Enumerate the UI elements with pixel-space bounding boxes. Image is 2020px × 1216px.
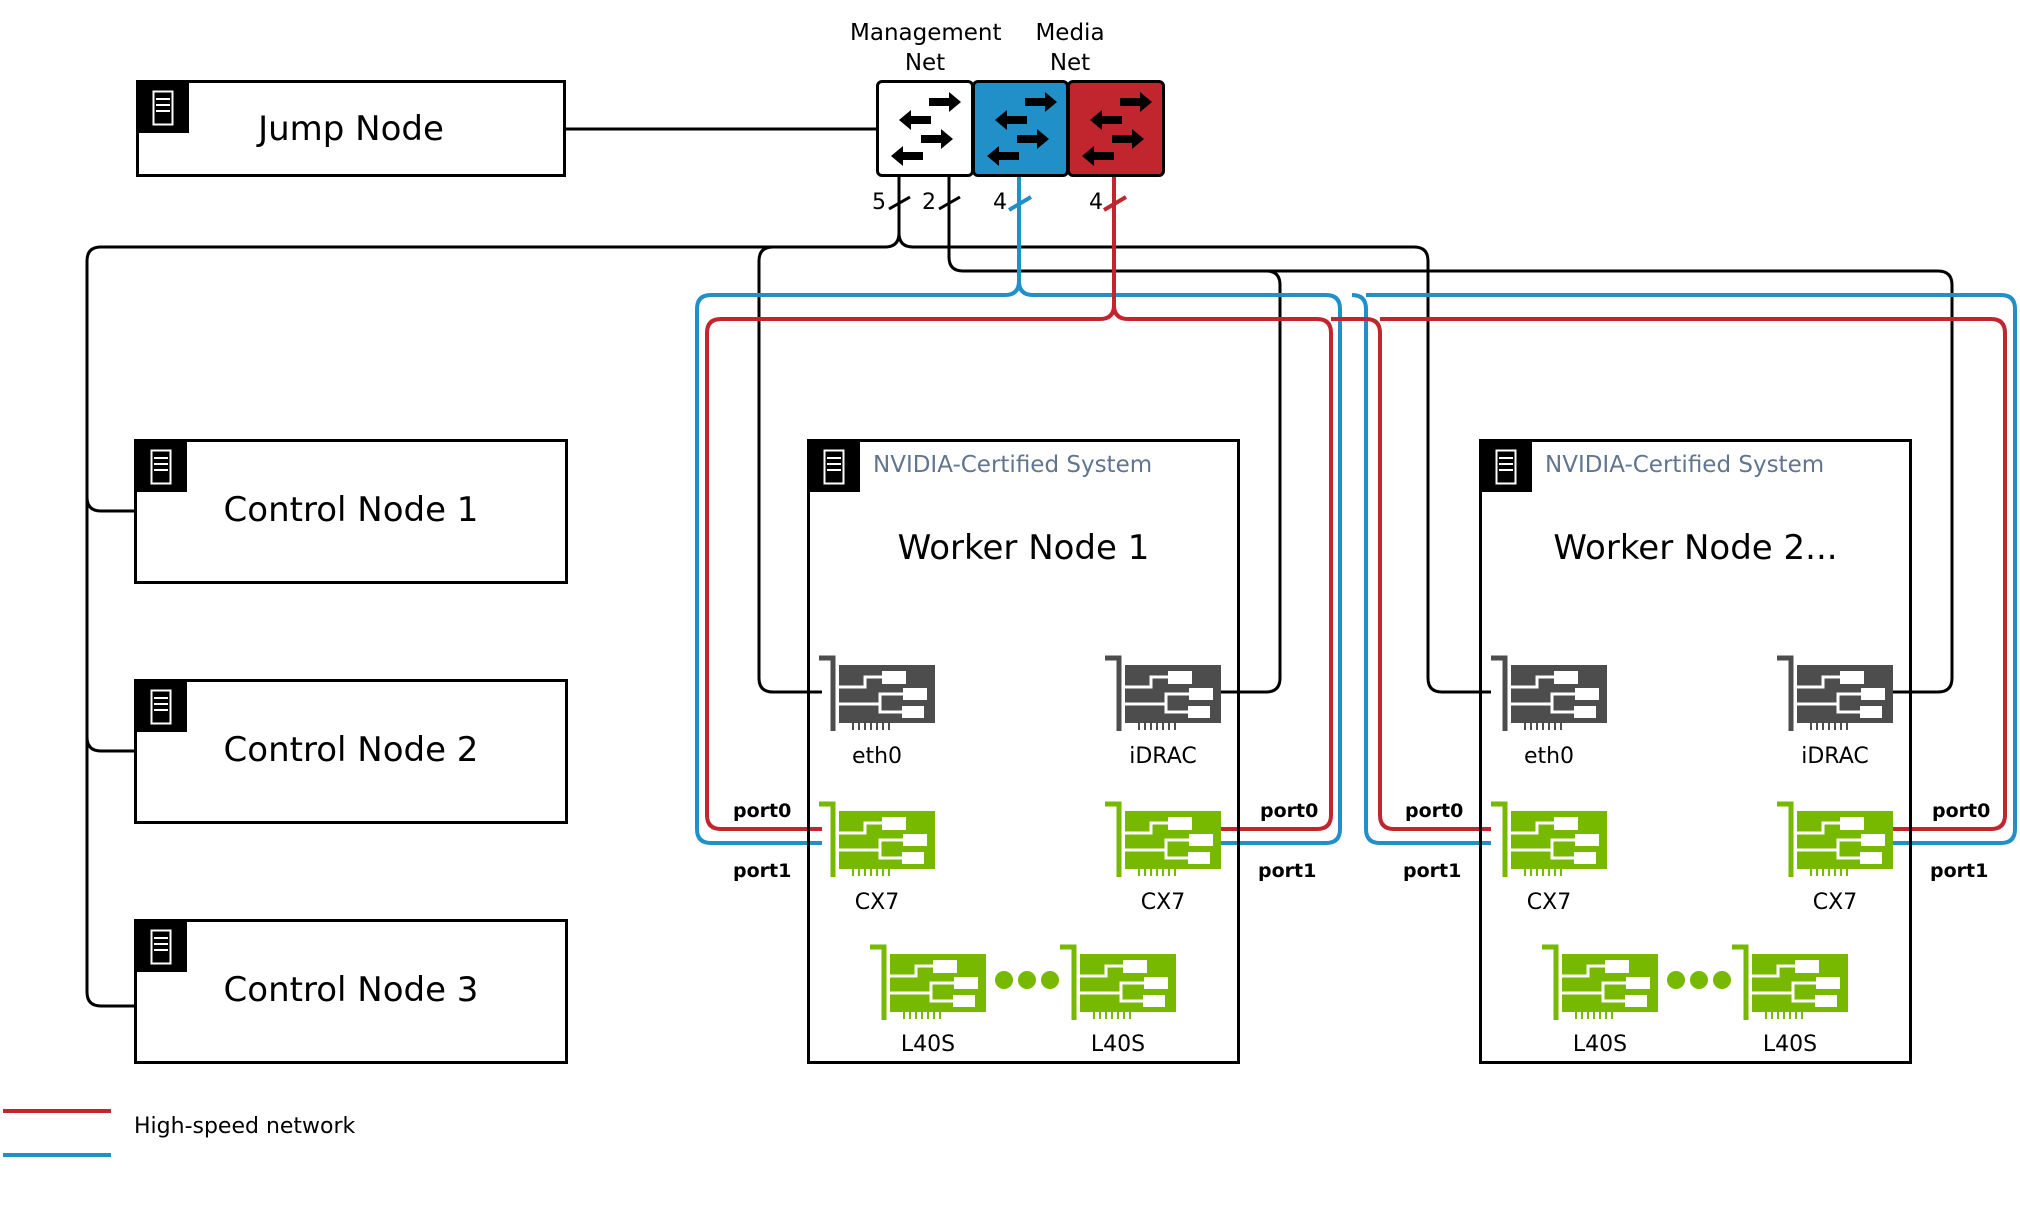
certified-system-label: NVIDIA-Certified System	[873, 452, 1153, 478]
nic-label-cx7: CX7	[1812, 890, 1858, 915]
control-node-1[interactable]: Control Node 1	[134, 439, 568, 584]
mgmt-port-count-5: 5	[872, 190, 886, 215]
nic-label-cx7: CX7	[1526, 890, 1572, 915]
l40s-gpu-icon	[1542, 944, 1658, 1020]
wire-hs-w2-left	[1331, 317, 1491, 831]
nic-label-idrac: iDRAC	[1129, 744, 1197, 769]
idrac-nic-icon	[1105, 655, 1221, 731]
nic-label-cx7: CX7	[854, 890, 900, 915]
control-node-title: Control Node 1	[223, 490, 479, 530]
server-icon	[1482, 442, 1532, 492]
tick-media-4	[1007, 195, 1033, 212]
gpu-label: L40S	[900, 1032, 956, 1057]
management-switch[interactable]	[876, 80, 974, 177]
media-port-count: 4	[993, 190, 1007, 215]
wire-hs-w1-right	[1112, 304, 1333, 831]
worker-node-2[interactable]: NVIDIA-Certified System Worker Node 2...	[1479, 439, 1912, 1064]
mgmt-net-label: Management Net	[850, 20, 1002, 76]
l40s-gpu-icon	[1732, 944, 1848, 1020]
gpu-label: L40S	[1762, 1032, 1818, 1057]
nic-label-eth0: eth0	[1523, 744, 1575, 769]
wire-hs-w2-right	[1380, 317, 2007, 831]
nic-label-cx7: CX7	[1140, 890, 1186, 915]
eth0-nic-icon	[1491, 655, 1607, 731]
eth0-nic-icon	[819, 655, 935, 731]
control-node-title: Control Node 2	[223, 730, 479, 770]
wire-media-w2-right	[1366, 293, 2017, 845]
wire-mgmt-5-right	[897, 232, 1491, 694]
worker-node-title: Worker Node 1	[897, 528, 1150, 568]
cx7-nic-icon	[819, 801, 935, 877]
jump-node[interactable]: Jump Node	[136, 80, 566, 177]
worker-node-title: Worker Node 2...	[1553, 528, 1838, 568]
switch-arrows-icon	[987, 92, 1057, 166]
wire-media-trunk	[695, 177, 1021, 845]
server-icon	[137, 682, 187, 732]
idrac-nic-icon	[1777, 655, 1893, 731]
switch-arrows-icon	[891, 92, 961, 166]
port1-label: port1	[1258, 860, 1317, 882]
port1-label: port1	[1403, 860, 1462, 882]
cx7-nic-icon	[1777, 801, 1893, 877]
wire-mgmt-2-trunk	[947, 177, 1954, 694]
hs-port-count: 4	[1089, 190, 1103, 215]
wire-mgmt-5-trunk	[85, 177, 901, 1008]
server-icon	[139, 83, 189, 133]
worker-node-1[interactable]: NVIDIA-Certified System Worker Node 1	[807, 439, 1240, 1064]
control-node-title: Control Node 3	[223, 970, 479, 1010]
wire-ctrl1	[85, 496, 134, 513]
wire-media-w1-right	[1017, 280, 1342, 845]
port1-label: port1	[733, 860, 792, 882]
wire-media-w2-left	[1351, 293, 1491, 845]
more-gpus-ellipsis-icon	[1667, 971, 1731, 989]
tick-hs-4	[1102, 195, 1128, 212]
control-node-2[interactable]: Control Node 2	[134, 679, 568, 824]
wire-hs-trunk	[705, 177, 1116, 831]
cx7-nic-icon	[1491, 801, 1607, 877]
server-icon	[810, 442, 860, 492]
high-speed-switch[interactable]	[1067, 80, 1165, 177]
media-net-label: Media Net	[1035, 20, 1105, 76]
tick-mgmt-2	[938, 195, 961, 211]
port0-label: port0	[1932, 800, 1991, 822]
server-icon	[137, 442, 187, 492]
nic-label-eth0: eth0	[851, 744, 903, 769]
wire-w1-eth0	[757, 245, 822, 694]
switch-arrows-icon	[1082, 92, 1152, 166]
cx7-nic-icon	[1105, 801, 1221, 877]
mgmt-port-count-2: 2	[922, 190, 936, 215]
more-gpus-ellipsis-icon	[995, 971, 1059, 989]
media-switch[interactable]	[972, 80, 1069, 177]
gpu-label: L40S	[1572, 1032, 1628, 1057]
port1-label: port1	[1930, 860, 1989, 882]
tick-mgmt-5	[888, 195, 911, 211]
control-node-3[interactable]: Control Node 3	[134, 919, 568, 1064]
l40s-gpu-icon	[870, 944, 986, 1020]
wire-ctrl2	[85, 736, 134, 753]
port0-label: port0	[733, 800, 792, 822]
server-icon	[137, 922, 187, 972]
legend-label: High-speed network	[134, 1114, 356, 1139]
port0-label: port0	[1260, 800, 1319, 822]
gpu-label: L40S	[1090, 1032, 1146, 1057]
port0-label: port0	[1405, 800, 1464, 822]
nic-label-idrac: iDRAC	[1801, 744, 1869, 769]
certified-system-label: NVIDIA-Certified System	[1545, 452, 1825, 478]
l40s-gpu-icon	[1060, 944, 1176, 1020]
wire-w1-idrac	[1217, 269, 1282, 694]
jump-node-title: Jump Node	[258, 109, 444, 149]
